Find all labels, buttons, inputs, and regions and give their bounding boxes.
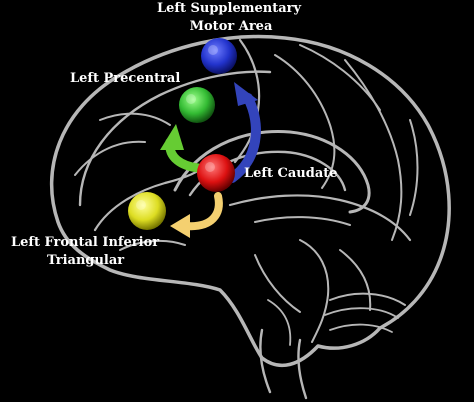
- label-caudate: Left Caudate: [244, 166, 338, 181]
- arrow-head-precentral: [160, 124, 184, 150]
- sma-node: [201, 38, 237, 74]
- arrow-caudate-to-ifg: [182, 192, 223, 231]
- label-sma-line1: Left Supplementary: [157, 1, 302, 16]
- label-ifg-line2: Triangular: [47, 253, 124, 268]
- arrow-caudate-to-sma: [227, 93, 261, 183]
- connection-arrows: [160, 82, 261, 238]
- arrow-head-sma: [234, 82, 258, 106]
- precentral-node: [179, 87, 215, 123]
- ifg-node: [128, 192, 166, 230]
- label-precentral: Left Precentral: [70, 71, 180, 86]
- brain-outline: [49, 34, 451, 400]
- arrow-head-ifg: [170, 214, 190, 238]
- label-ifg-line1: Left Frontal Inferior: [11, 235, 159, 250]
- caudate-node: [197, 154, 235, 192]
- label-sma-line2: Motor Area: [190, 19, 273, 34]
